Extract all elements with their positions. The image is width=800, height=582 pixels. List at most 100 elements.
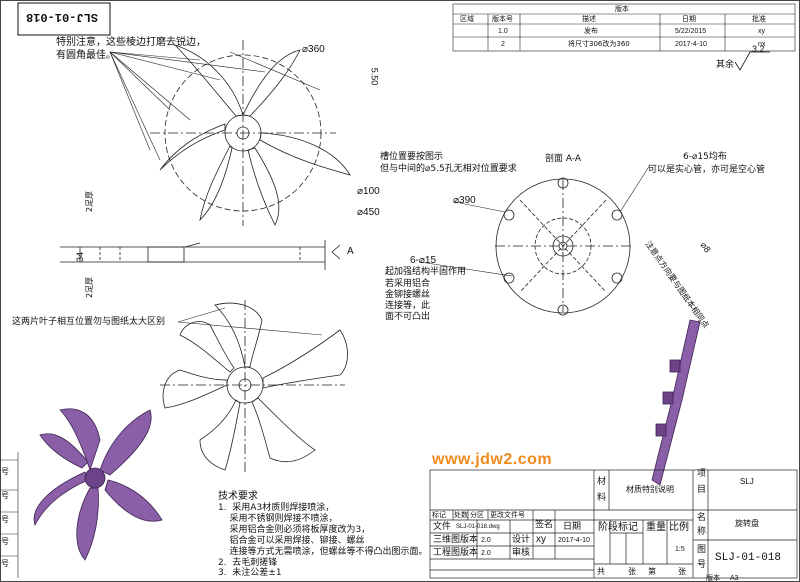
tb-header-zone: 分区	[470, 511, 484, 519]
rev-row1-rev: 1.0	[498, 28, 508, 35]
tb-design-label: 设计	[512, 535, 531, 545]
slot-note-line1: 槽位置要按图示	[380, 152, 444, 162]
tb-version-value: A3	[730, 575, 739, 582]
tb-eng-ver-label: 工程图版本	[433, 548, 479, 558]
dim-dia-450: ⌀450	[357, 207, 380, 218]
section-aa-leaders	[419, 164, 651, 277]
tb-sheet-label-3: 第	[648, 567, 656, 576]
top-fan-view	[150, 40, 351, 226]
thickness-2b: 2足厚	[85, 276, 94, 298]
special-note-leaders	[109, 51, 321, 161]
reinforce-line5: 面不可凸出	[385, 312, 431, 322]
tech-req-item-6: 2. 去毛刺搓锋	[218, 558, 278, 568]
roughness-value: 3.2	[752, 44, 765, 54]
rev-header-desc: 描述	[582, 15, 596, 23]
title-block-lines	[429, 469, 798, 579]
tech-req-item-2: 采用不锈钢则焊接不喷涂，	[218, 514, 338, 524]
tech-req-item-3: 采用铝合金则必须将板厚度改为3，	[218, 525, 371, 535]
tb-material-note: 材质特别说明	[626, 485, 674, 494]
rev-header-rev: 版本号	[492, 15, 513, 23]
tb-scale-value: 1:5	[675, 546, 685, 553]
rev-row2-approved: nx	[758, 41, 766, 48]
margin-label-3: 号	[1, 515, 9, 524]
dim-5-50: 5.50	[369, 67, 380, 86]
tb-version-label: 版本	[706, 574, 720, 582]
rev-row1-desc: 发布	[584, 27, 598, 35]
tb-name-label-1: 名	[697, 513, 707, 523]
reinforce-line1: 起加强结构半固作用	[385, 267, 467, 277]
rev-header-approved: 批准	[752, 15, 766, 23]
rev-row1-approved: xy	[758, 28, 765, 35]
fan-3d-render	[33, 408, 163, 561]
roughness-symbol	[734, 51, 770, 71]
tb-model-ver-value: 2.0	[481, 537, 491, 544]
tb-project-label-1: 项	[697, 469, 707, 479]
margin-label-4: 号	[1, 537, 9, 546]
tb-name-label-2: 称	[697, 527, 707, 537]
tb-material-label-1: 材	[597, 477, 607, 487]
side-view	[60, 240, 341, 270]
tb-header-count: 处数	[454, 511, 468, 519]
tech-req-item-5: 连接等方式无需喷涂，但螺丝等不得凸出图示面。	[218, 547, 428, 557]
tb-design-date: 2017-4-10	[558, 537, 590, 544]
tb-project-value: SLJ	[740, 477, 754, 486]
section-aa-view	[495, 177, 632, 316]
side-3d-render	[651, 319, 701, 486]
tb-model-ver-label: 三维图版本	[433, 535, 479, 545]
slot-note-line2: 但与中间的⌀5.5孔无相对位置要求	[380, 164, 517, 174]
tb-header-change-no: 更改文件号	[490, 511, 525, 519]
tb-drawing-no-label-1: 图	[697, 545, 707, 555]
blade-note-leaders	[177, 307, 323, 336]
rev-row1-date: 5/22/2015	[675, 28, 707, 35]
tb-eng-ver-value: 2.0	[481, 550, 491, 557]
tb-header-sign: 签名	[535, 520, 554, 530]
tb-review-label: 审核	[512, 548, 531, 558]
margin-label-1: 号	[1, 467, 9, 476]
tb-drawing-no-label-2: 号	[697, 560, 707, 570]
left-margin-lines	[0, 452, 19, 578]
holes-15b: 6-⌀15	[410, 255, 437, 266]
tb-weight-header: 重量	[646, 522, 666, 533]
tech-req-item-1: 1. 采用A3材质则焊接喷涂，	[218, 503, 335, 513]
dim-34: 34	[75, 251, 85, 262]
tech-req-item-7: 3. 未注公差±1	[218, 568, 282, 578]
blade-note: 这两片叶子相互位置勿与图纸太大区别	[12, 317, 166, 327]
tech-req-title: 技术要求	[218, 491, 258, 502]
tb-file-label: 文件	[433, 522, 452, 532]
tb-material-label-2: 料	[597, 493, 607, 503]
tb-file-value: SLJ-01-018.dwg	[456, 524, 500, 530]
tb-design-value: xy	[536, 534, 546, 545]
tb-name-value: 旋转盘	[735, 519, 759, 528]
drawing-number-stamp: SLJ-01-018	[26, 10, 99, 24]
margin-label-2: 号	[1, 491, 9, 500]
tb-drawing-no-value: SLJ-01-018	[715, 552, 782, 564]
section-arrow-a: A	[347, 246, 354, 257]
tb-sheet-label-4: 张	[678, 567, 686, 576]
tb-sheet-label-1: 共	[597, 567, 605, 576]
special-note-line2: 有圆角最佳。	[56, 50, 116, 61]
dim-dia-390: ⌀390	[453, 195, 476, 206]
special-note-line1: 特别注意，这些棱边打磨去锐边，	[56, 37, 206, 48]
watermark: www.jdw2.com	[432, 451, 553, 468]
dim-dia-100: ⌀100	[357, 186, 380, 197]
revision-table-lines	[452, 3, 796, 52]
tb-header-mark: 标记	[432, 511, 446, 519]
section-aa-label: 剖面 A-A	[545, 154, 582, 164]
reinforce-line4: 连接等，此	[385, 301, 431, 311]
tb-header-date: 日期	[563, 522, 582, 532]
revision-table-title: 版本	[615, 5, 629, 13]
tb-scale-header: 比例	[669, 522, 689, 533]
rev-row2-date: 2017-4-10	[675, 41, 707, 48]
tb-project-label-2: 目	[697, 485, 707, 495]
rev-header-zone: 区域	[460, 15, 474, 23]
holes-15-line1: 6-⌀15均布	[683, 152, 727, 162]
reinforce-line2: 若采用铝合	[385, 279, 431, 289]
bottom-fan-view	[160, 300, 348, 475]
tech-req-item-4: 铝合金可以采用焊接、铆接、螺丝	[218, 536, 365, 546]
roughness-label: 其余	[716, 60, 735, 70]
tb-stage-header: 阶段标记	[598, 522, 638, 533]
rev-row2-desc: 将尺寸306改为360	[568, 40, 630, 48]
stamp-box	[17, 2, 111, 36]
margin-label-5: 号	[1, 559, 9, 568]
